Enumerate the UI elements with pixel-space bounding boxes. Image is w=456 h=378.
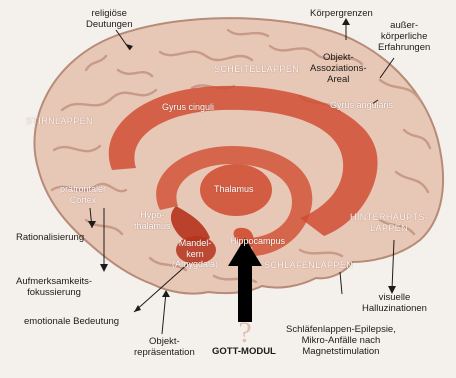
label-god-module: GOTT-MODUL [212, 346, 276, 357]
label-hippocampus: Hippocampus [230, 236, 285, 247]
label-frontal: STIRNLAPPEN [26, 116, 93, 127]
label-body-limits: Körpergrenzen [310, 8, 373, 19]
label-amygdala: Mandel- kern (Amygdala) [172, 238, 218, 270]
label-occipital: HINTERHAUPTS- LAPPEN [350, 212, 428, 234]
svg-text:?: ? [238, 316, 251, 349]
label-religious: religiöse Deutungen [86, 8, 132, 30]
label-hypothalamus: Hypo- thalamus [134, 210, 171, 231]
label-cingulate: Gyrus cinguli [162, 102, 214, 113]
label-attention: Aufmerksamkeits- fokussierung [16, 276, 92, 298]
label-temporal: SCHLÄFENLAPPEN [264, 260, 353, 271]
label-extra-body: außer- körperliche Erfahrungen [378, 20, 430, 53]
label-parietal: SCHEITELLAPPEN [214, 64, 299, 75]
label-prefrontal: präfrontaler Cortex [60, 184, 106, 205]
label-emotional: emotionale Bedeutung [24, 316, 119, 327]
label-object-repr: Objekt- repräsentation [134, 336, 195, 358]
label-epilepsy: Schläfenlappen-Epilepsie, Mikro-Anfälle … [286, 324, 396, 357]
label-rationalization: Rationalisierung [16, 232, 84, 243]
label-visual-halluc: visuelle Halluzinationen [362, 292, 427, 314]
label-angular: Gyrus angularis [330, 100, 393, 111]
label-thalamus: Thalamus [214, 184, 254, 195]
label-object-assoc: Objekt- Assoziations- Areal [310, 52, 367, 85]
